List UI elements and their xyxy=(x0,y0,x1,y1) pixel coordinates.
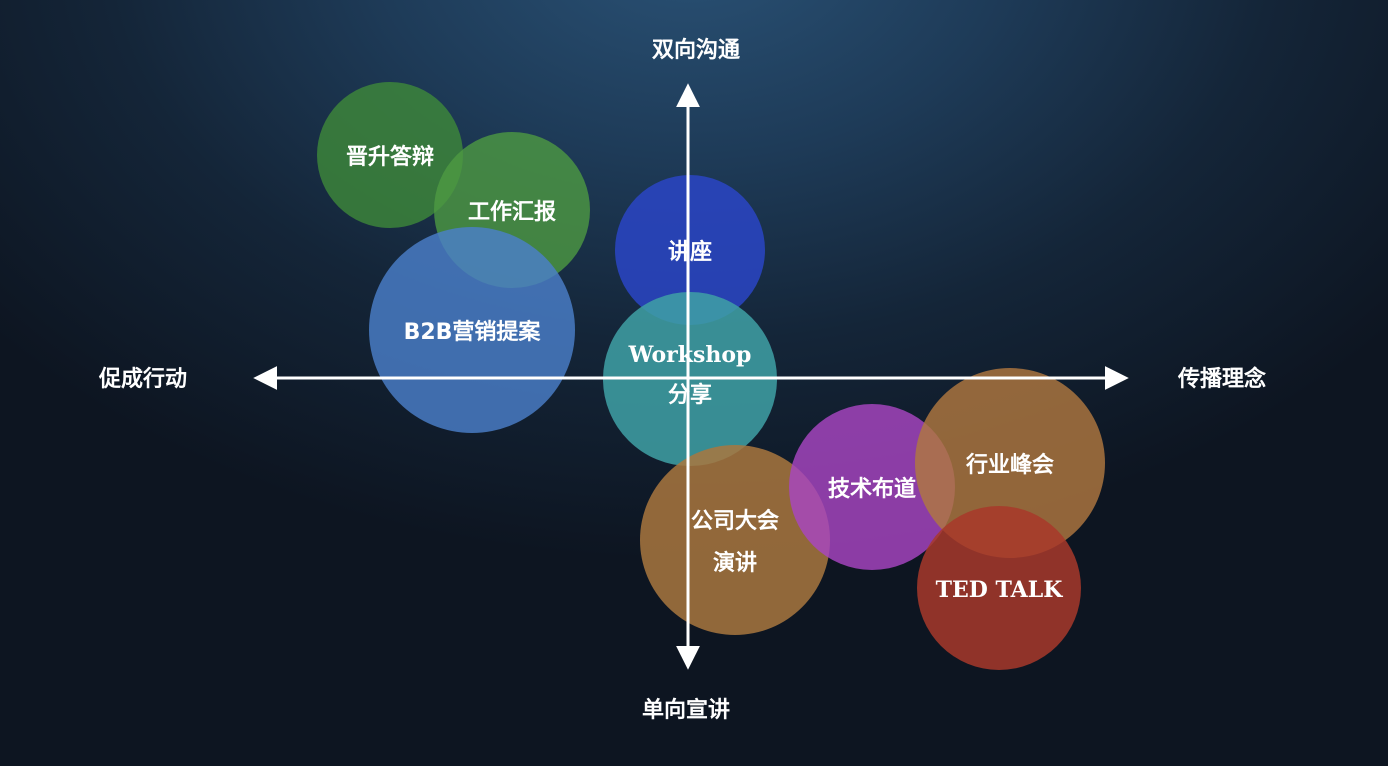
axis-label-bottom: 单向宣讲 xyxy=(642,697,730,723)
lecture-label: 讲座 xyxy=(668,239,712,265)
company-meeting-label: 演讲 xyxy=(713,550,757,576)
promotion-defense-label: 晋升答辩 xyxy=(346,144,434,170)
b2b-proposal-label: B2B营销提案 xyxy=(404,319,542,345)
promotion-defense-bubble xyxy=(317,82,463,228)
axis-label-right: 传播理念 xyxy=(1177,366,1266,392)
ted-talk-bubble xyxy=(917,506,1081,670)
industry-summit-label: 行业峰会 xyxy=(965,452,1054,478)
axes xyxy=(253,83,1129,670)
axis-label-top: 双向沟通 xyxy=(652,37,740,63)
work-report-label: 工作汇报 xyxy=(468,200,556,225)
company-meeting-label: 公司大会 xyxy=(691,508,779,534)
workshop-label: 分享 xyxy=(668,382,712,408)
industry-summit-bubble xyxy=(915,368,1105,558)
tech-evangelism-label: 技术布道 xyxy=(828,476,916,502)
ted-talk-label: TED TALK xyxy=(936,577,1064,603)
workshop-label: Workshop xyxy=(628,342,752,368)
tech-evangelism-bubble xyxy=(789,404,955,570)
axis-label-left: 促成行动 xyxy=(98,366,187,392)
